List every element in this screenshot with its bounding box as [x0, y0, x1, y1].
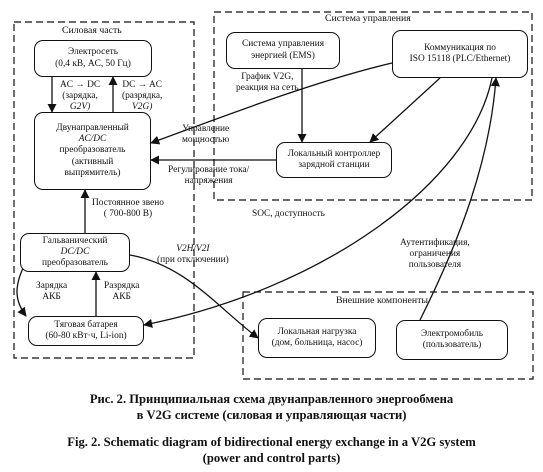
acdc-converter-node: Двунаправленный AC/DC преобразователь (а…	[34, 112, 151, 190]
ems-node: Система управления энергией (EMS)	[226, 32, 340, 69]
arrow-ev-to-comm	[419, 77, 500, 321]
caption-ru-line1: Рис. 2. Принципиальная схема двунаправле…	[89, 392, 454, 406]
acdc-line2: AC/DC	[78, 134, 107, 145]
ems-line1: Система управления	[241, 39, 325, 50]
comm-line2: ISO 15118 (PLC/Ethernet)	[409, 54, 511, 64]
control-system-frame	[213, 11, 533, 201]
acdc-line5: выпрямитель)	[64, 167, 121, 178]
external-components-frame	[242, 291, 534, 380]
grid-node: Электросеть (0,4 кВ, AC, 50 Гц)	[34, 40, 152, 77]
soc-label: SOC, доступность	[252, 209, 325, 219]
acdc-line1: Двунаправленный	[56, 123, 129, 134]
dc-link-label: Постоянное звено ( 700-800 В)	[92, 198, 164, 220]
external-components-title: Внешние компоненты	[336, 295, 428, 306]
power-part-title: Силовая часть	[62, 25, 122, 36]
acdc-line4: (активный	[71, 156, 114, 167]
power-part-frame	[13, 21, 195, 359]
caption-ru-line2: в V2G системе (силовая и управляющая час…	[136, 408, 407, 423]
controller-line1: Локальный контроллер	[287, 148, 381, 159]
ems-line2: энергией (EMS)	[251, 50, 315, 61]
comm-line1: Коммуникация по	[424, 42, 496, 53]
controller-line2: зарядной станции	[298, 160, 370, 170]
dcdc-line3: преобразователь	[42, 258, 108, 269]
power-management-label: Управление мощностью	[182, 124, 230, 146]
ev-line1: Электромобиль	[420, 328, 484, 339]
acdc-line3: преобразователь	[59, 145, 126, 156]
load-line1: Локальная нагрузка	[277, 326, 357, 337]
arrow-comm-to-acdc	[150, 62, 393, 145]
arrow-comm-to-battery	[143, 77, 493, 328]
battery-node: Тяговая батарея (60-80 кВт·ч, Li-ion)	[28, 316, 144, 346]
v2g-label: DC → AC (разрядка, V2G)	[122, 80, 163, 113]
arrow-comm-to-controller	[369, 77, 441, 143]
caption-en-line2: (power and control parts)	[202, 451, 341, 466]
dcdc-converter-node: Гальванический DC/DC преобразователь	[20, 233, 130, 272]
dcdc-line2: DC/DC	[60, 246, 90, 257]
v2h-label: V2H/V2I (при отключении)	[157, 244, 229, 266]
caption-en-line1: Fig. 2. Schematic diagram of bidirection…	[67, 435, 476, 449]
v2g-diagram: Силовая часть Система управления Внешние…	[13, 11, 534, 380]
schedule-label: График V2G, реакция на сеть	[236, 72, 299, 94]
caption-english: Fig. 2. Schematic diagram of bidirection…	[0, 434, 543, 467]
load-line2: (дом, больница, насос)	[271, 338, 363, 348]
ev-line2: (пользователь)	[422, 340, 482, 350]
current-regulation-label: Регулирование тока/ напряжения	[168, 165, 250, 187]
diagram-connectors	[13, 11, 534, 380]
authentication-label: Аутентификация, ограничения пользователя	[400, 238, 470, 271]
g2v-label: AC → DC (зарядка, G2V)	[60, 80, 101, 113]
communication-node: Коммуникация по ISO 15118 (PLC/Ethernet)	[392, 30, 528, 78]
caption-russian: Рис. 2. Принципиальная схема двунаправле…	[0, 391, 543, 424]
charge-battery-label: Зарядка АКБ	[36, 281, 68, 303]
arrow-dcdc-to-load	[129, 254, 259, 339]
grid-params: (0,4 кВ, AC, 50 Гц)	[55, 58, 131, 69]
battery-label: Тяговая батарея	[54, 319, 118, 330]
discharge-battery-label: Разрядка АКБ	[104, 281, 140, 303]
electric-vehicle-node: Электромобиль (пользователь)	[396, 320, 508, 360]
battery-params: (60-80 кВт·ч, Li-ion)	[45, 331, 127, 341]
dcdc-line1: Гальванический	[42, 235, 108, 246]
local-controller-node: Локальный контроллер зарядной станции	[276, 142, 392, 178]
local-load-node: Локальная нагрузка (дом, больница, насос…	[258, 318, 376, 358]
control-system-title: Система управления	[325, 13, 411, 24]
grid-label: Электросеть	[68, 47, 118, 58]
